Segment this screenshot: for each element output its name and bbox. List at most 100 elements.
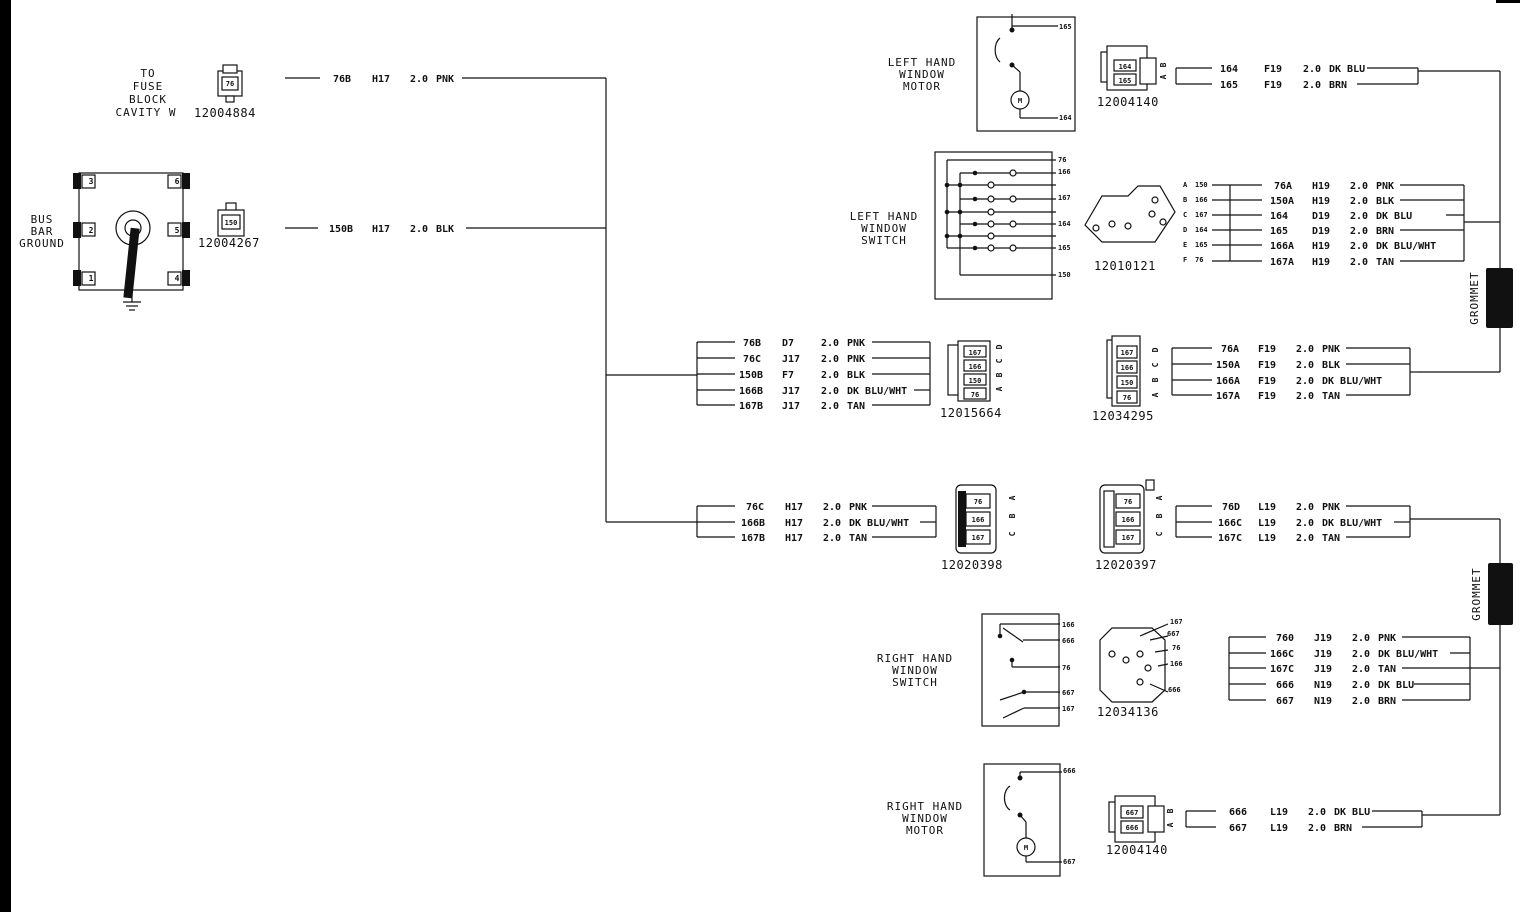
svg-text:H17: H17 <box>785 533 803 544</box>
harness-12004140-lh-wires: 164 F19 2.0 DK BLU 165 F19 2.0 BRN <box>1175 64 1501 268</box>
svg-text:N19: N19 <box>1314 680 1332 691</box>
lh-motor-label: LEFT HAND WINDOW MOTOR <box>888 56 956 93</box>
svg-text:BLK: BLK <box>1322 360 1340 371</box>
fuse-label-line3: BLOCK <box>129 93 167 106</box>
w15664-r1-id: 76B <box>743 338 761 349</box>
svg-text:PNK: PNK <box>1322 502 1340 513</box>
svg-text:165: 165 <box>1220 80 1238 91</box>
svg-text:A: A <box>1183 181 1188 189</box>
svg-text:167A: 167A <box>1270 257 1294 268</box>
bus-terminal-2: 2 <box>89 226 94 235</box>
svg-text:76A: 76A <box>1221 344 1239 355</box>
svg-text:DK BLU: DK BLU <box>1378 680 1414 691</box>
svg-text:D: D <box>995 344 1004 349</box>
rh-switch-label: RIGHT HAND WINDOW SWITCH <box>877 652 953 689</box>
svg-text:166: 166 <box>972 516 985 524</box>
svg-text:2.0: 2.0 <box>821 338 839 349</box>
svg-text:2.0: 2.0 <box>823 518 841 529</box>
grommet-upper-label: GROMMET <box>1468 271 1481 324</box>
svg-text:A: A <box>1151 392 1160 397</box>
svg-text:2.0: 2.0 <box>410 74 428 85</box>
svg-text:F19: F19 <box>1258 376 1276 387</box>
svg-text:2.0: 2.0 <box>1296 518 1314 529</box>
connector-12034295-part: 12034295 <box>1092 409 1154 423</box>
svg-text:B: B <box>1183 196 1187 204</box>
svg-text:PNK: PNK <box>1376 181 1394 192</box>
svg-text:2.0: 2.0 <box>1303 80 1321 91</box>
bus-terminal-4: 4 <box>175 274 180 283</box>
svg-text:D19: D19 <box>1312 226 1330 237</box>
svg-text:2.0: 2.0 <box>1350 241 1368 252</box>
svg-text:666: 666 <box>1229 807 1247 818</box>
svg-text:167: 167 <box>972 534 985 542</box>
svg-text:DK BLU/WHT: DK BLU/WHT <box>849 518 909 529</box>
svg-text:F19: F19 <box>1264 80 1282 91</box>
svg-text:MOTOR: MOTOR <box>906 824 944 837</box>
svg-text:2.0: 2.0 <box>821 354 839 365</box>
svg-text:TAN: TAN <box>847 401 865 412</box>
svg-text:2.0: 2.0 <box>1296 391 1314 402</box>
connector-12034136: 167 667 76 166 666 <box>1099 618 1183 703</box>
svg-text:L19: L19 <box>1270 807 1288 818</box>
lh-window-motor: M 165 164 <box>976 14 1076 132</box>
svg-text:B: B <box>1151 377 1160 382</box>
fuse-connector: 76 <box>217 64 243 103</box>
svg-text:165: 165 <box>1119 77 1132 85</box>
svg-text:J17: J17 <box>782 386 800 397</box>
svg-text:2.0: 2.0 <box>823 533 841 544</box>
svg-text:667: 667 <box>1276 696 1294 707</box>
svg-text:LEFT HAND: LEFT HAND <box>850 210 919 223</box>
svg-text:RIGHT HAND: RIGHT HAND <box>887 800 963 813</box>
svg-text:667: 667 <box>1126 809 1139 817</box>
svg-text:76: 76 <box>1058 156 1066 164</box>
svg-text:DK BLU/WHT: DK BLU/WHT <box>1322 518 1382 529</box>
svg-text:B: B <box>1155 513 1164 518</box>
svg-text:2.0: 2.0 <box>1350 211 1368 222</box>
svg-text:76: 76 <box>1195 256 1203 264</box>
svg-text:PNK: PNK <box>436 74 454 85</box>
svg-text:150A: 150A <box>1216 360 1240 371</box>
svg-text:F7: F7 <box>782 370 794 381</box>
svg-text:C: C <box>1151 362 1160 367</box>
harness-12010121-wires: A 150 B 166 C 167 D 164 E 165 F 76 76A H… <box>1183 181 1500 268</box>
svg-text:PNK: PNK <box>1322 344 1340 355</box>
fuse-label-line2: FUSE <box>133 80 164 93</box>
svg-text:F19: F19 <box>1264 64 1282 75</box>
svg-text:166C: 166C <box>1270 649 1294 660</box>
connector-12010121-part: 12010121 <box>1094 259 1156 273</box>
svg-text:A: A <box>995 386 1004 391</box>
svg-text:BRN: BRN <box>1376 226 1394 237</box>
bus-connector: 150 <box>217 202 245 237</box>
connector-12020397: 76 166 167 C B A <box>1099 479 1164 554</box>
svg-text:DK BLU: DK BLU <box>1334 807 1370 818</box>
fuse-label-line4: CAVITY W <box>116 106 177 119</box>
svg-text:76: 76 <box>974 498 982 506</box>
svg-text:PNK: PNK <box>849 502 867 513</box>
svg-text:BRN: BRN <box>1329 80 1347 91</box>
connector-12004140-rh-part: 12004140 <box>1106 843 1168 857</box>
svg-text:B: B <box>995 372 1004 377</box>
svg-text:BLK: BLK <box>1376 196 1394 207</box>
svg-text:2.0: 2.0 <box>1308 807 1326 818</box>
svg-text:J19: J19 <box>1314 649 1332 660</box>
svg-text:165: 165 <box>1195 241 1208 249</box>
svg-text:N19: N19 <box>1314 696 1332 707</box>
bus-label-line1: BUS <box>31 213 54 226</box>
svg-text:2.0: 2.0 <box>821 370 839 381</box>
svg-text:666: 666 <box>1063 767 1076 775</box>
wire-label-150B: 150B H17 2.0 BLK <box>329 224 454 235</box>
harness-12034136-wires: 760 J19 2.0 PNK 166C J19 2.0 DK BLU/WHT … <box>1228 633 1471 707</box>
svg-text:F19: F19 <box>1258 391 1276 402</box>
svg-text:RIGHT HAND: RIGHT HAND <box>877 652 953 665</box>
svg-text:164: 164 <box>1058 220 1071 228</box>
svg-text:DK BLU/WHT: DK BLU/WHT <box>1378 649 1438 660</box>
svg-text:76B: 76B <box>333 74 351 85</box>
svg-text:D: D <box>1183 226 1187 234</box>
harness-12034295-wires: 76A F19 2.0 PNK 150A F19 2.0 BLK 166A F1… <box>1171 344 1418 402</box>
svg-text:A: A <box>1008 495 1017 500</box>
svg-text:L19: L19 <box>1258 533 1276 544</box>
harness-12020397-wires: 76D L19 2.0 PNK 166C L19 2.0 DK BLU/WHT … <box>1175 502 1501 563</box>
svg-text:760: 760 <box>1276 633 1294 644</box>
svg-text:166: 166 <box>1170 660 1183 668</box>
svg-text:166C: 166C <box>1218 518 1242 529</box>
